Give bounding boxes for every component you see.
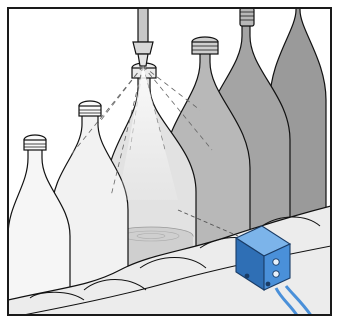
sensor-indicator-icon xyxy=(273,259,279,265)
sensor-indicator-icon xyxy=(273,271,279,277)
screw-icon xyxy=(266,282,271,287)
screw-icon xyxy=(245,274,250,279)
scene xyxy=(8,0,331,320)
